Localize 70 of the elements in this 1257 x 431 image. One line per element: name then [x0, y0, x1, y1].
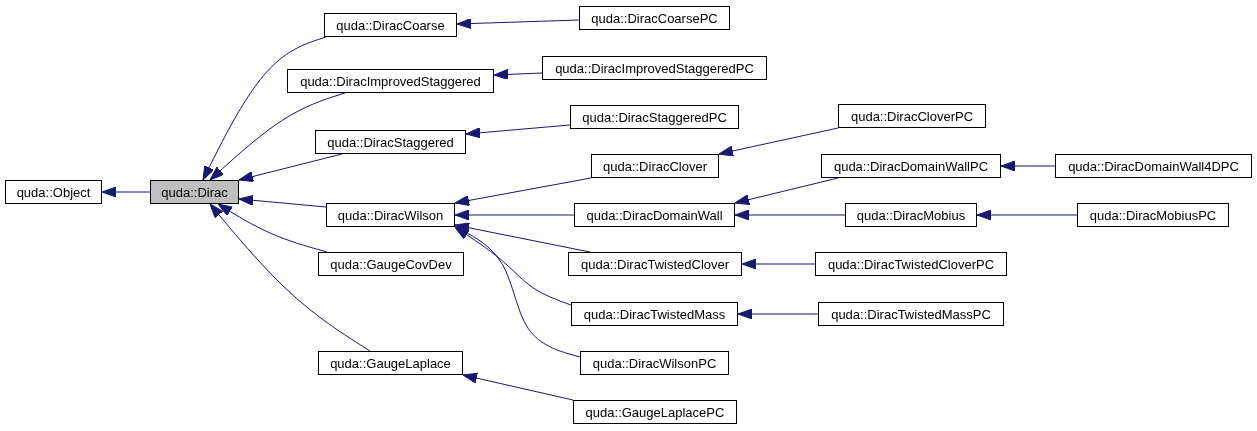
inheritance-arrow: [976, 209, 1078, 221]
class-name: quda::DiracWilson: [337, 207, 444, 223]
class-box: [591, 154, 719, 178]
class-name: quda::DiracMobiusPC: [1089, 207, 1217, 223]
class-box: [568, 252, 742, 276]
inheritance-arrow: [737, 308, 819, 320]
class-name: quda::DiracStaggeredPC: [582, 109, 727, 125]
class-box: [315, 130, 466, 154]
class-box: [318, 351, 463, 375]
class-name: quda::DiracTwistedMassPC: [831, 306, 991, 322]
class-box: [573, 400, 737, 424]
class-box: [326, 203, 455, 227]
class-name: quda::DiracWilsonPC: [592, 355, 717, 371]
class-name: quda::DiracCloverPC: [850, 108, 974, 124]
inheritance-arrow: [238, 194, 327, 208]
class-name: quda::DiracImprovedStaggeredPC: [555, 60, 754, 76]
inheritance-arrow: [462, 372, 574, 401]
inheritance-arrow: [209, 92, 346, 181]
inheritance-arrow: [209, 203, 371, 352]
class-box: [318, 252, 464, 276]
inheritance-arrow: [202, 36, 327, 181]
inheritance-arrow: [238, 153, 343, 182]
class-name: quda::DiracDomainWall4DPC: [1068, 158, 1239, 174]
class-name: quda::DiracTwistedMass: [583, 306, 726, 322]
class-name: quda::Dirac: [161, 184, 228, 200]
inheritance-arrow: [454, 177, 592, 206]
class-box: [571, 302, 738, 326]
class-box: [818, 302, 1004, 326]
class-name: quda::GaugeCovDev: [330, 256, 452, 272]
inheritance-arrow: [217, 203, 328, 253]
inheritance-arrow: [734, 209, 846, 221]
class-box: [838, 104, 986, 128]
inheritance-arrow: [454, 226, 572, 306]
class-name: quda::DiracTwistedCloverPC: [827, 256, 995, 272]
class-box: [815, 252, 1007, 276]
class-box: [1055, 154, 1252, 178]
class-box: [821, 154, 1001, 178]
class-name: quda::DiracCoarse: [336, 17, 445, 33]
class-name: quda::DiracClover: [602, 158, 707, 174]
class-name: quda::DiracTwistedClover: [580, 256, 730, 272]
class-box: [150, 180, 239, 204]
class-name: quda::DiracDomainWallPC: [833, 158, 989, 174]
class-box: [542, 56, 767, 80]
class-box: [287, 69, 494, 93]
class-box: [570, 105, 739, 129]
class-name: quda::GaugeLaplace: [330, 355, 451, 371]
class-name: quda::GaugeLaplacePC: [585, 404, 725, 420]
class-name: quda::DiracStaggered: [327, 134, 454, 150]
class-name: quda::DiracDomainWall: [586, 207, 723, 223]
inheritance-arrow: [454, 209, 575, 221]
class-box: [579, 6, 730, 30]
class-name: quda::Object: [16, 184, 91, 200]
class-box: [5, 180, 102, 204]
class-box: [845, 203, 977, 227]
class-name: quda::DiracMobius: [856, 207, 966, 223]
inheritance-arrow: [734, 177, 839, 206]
class-name: quda::DiracImprovedStaggered: [300, 73, 481, 89]
inheritance-arrow: [1000, 160, 1056, 172]
class-box: [574, 203, 735, 227]
class-box: [324, 13, 457, 37]
inheritance-arrow: [741, 258, 816, 270]
inheritance-arrow: [493, 68, 543, 80]
class-name: quda::DiracCoarsePC: [591, 10, 718, 26]
class-box: [1077, 203, 1229, 227]
class-box: [580, 351, 729, 375]
inheritance-arrow: [456, 18, 580, 30]
inheritance-arrow: [101, 186, 151, 198]
inheritance-arrow: [465, 124, 571, 139]
inheritance-arrow: [718, 127, 839, 157]
inheritance-arrow: [454, 226, 581, 358]
